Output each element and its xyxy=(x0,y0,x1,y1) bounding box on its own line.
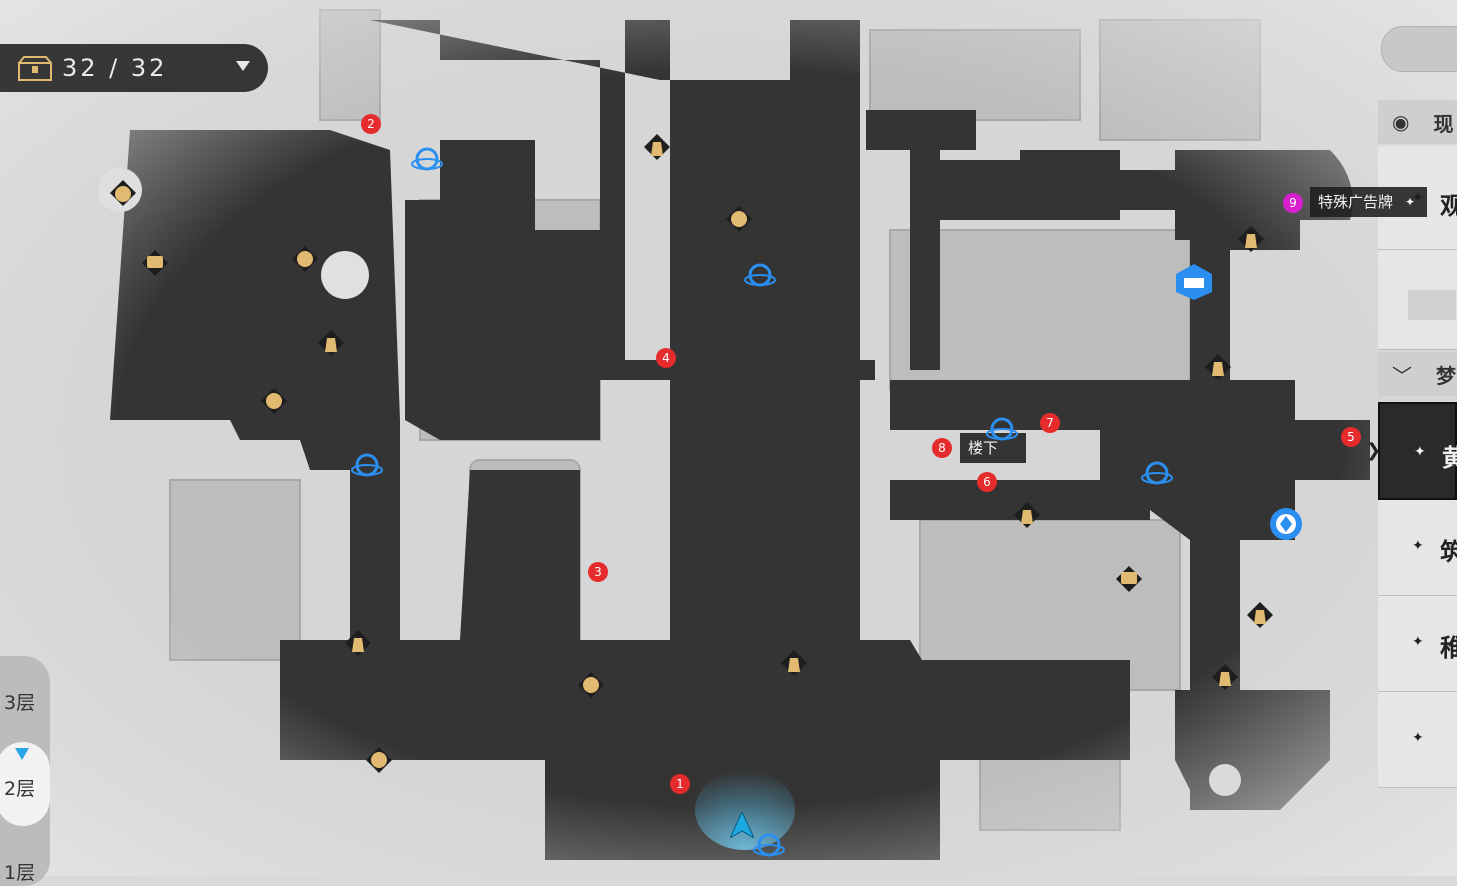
bag-icon[interactable] xyxy=(1236,224,1266,258)
bag-icon[interactable] xyxy=(343,628,373,662)
mascot-icon[interactable] xyxy=(576,670,606,704)
star-icon: ✦ xyxy=(1412,730,1424,746)
bag-icon[interactable] xyxy=(779,648,809,682)
tv-icon[interactable] xyxy=(140,248,170,282)
tv-icon[interactable] xyxy=(1114,564,1144,598)
shop-icon[interactable] xyxy=(1174,262,1214,306)
bag-icon[interactable] xyxy=(642,132,672,166)
bag-icon[interactable] xyxy=(1245,600,1275,634)
skyline-icon xyxy=(1408,290,1456,320)
bag-icon[interactable] xyxy=(1203,352,1233,386)
route-marker-5[interactable]: 5 xyxy=(1341,427,1361,447)
chest-count-text: 32 / 32 xyxy=(62,54,168,82)
chest-icon xyxy=(18,55,52,81)
region-item-2[interactable]: ✦ xyxy=(1378,250,1457,350)
selection-arrow-icon: ❯ xyxy=(1366,440,1382,461)
bell-icon[interactable] xyxy=(259,386,289,420)
location-arrow-icon xyxy=(15,748,29,760)
star-icon: ✦ xyxy=(1404,195,1416,209)
region-item-4[interactable]: ✦ 筑 xyxy=(1378,500,1457,596)
route-marker-4[interactable]: 4 xyxy=(656,348,676,368)
chevron-down-icon[interactable] xyxy=(236,61,250,71)
star-icon: ✦ xyxy=(1412,634,1424,650)
route-marker-1[interactable]: 1 xyxy=(670,774,690,794)
player-location-icon xyxy=(728,810,756,842)
floor-2-button[interactable]: 2层 xyxy=(4,778,36,800)
star-icon: ✦ xyxy=(1412,538,1424,554)
floor-3-button[interactable]: 3层 xyxy=(4,692,36,714)
chest-counter[interactable]: 32 / 32 xyxy=(0,44,268,92)
floor-switcher[interactable]: 3层 2层 1层 xyxy=(0,656,50,886)
region-item-5[interactable]: ✦ 稚 xyxy=(1378,596,1457,692)
route-marker-9[interactable]: 9 xyxy=(1283,193,1303,213)
route-marker-8[interactable]: 8 xyxy=(932,438,952,458)
bag-icon[interactable] xyxy=(1210,662,1240,696)
region-list-panel: ◉ 现 ✦ 观 ✦ ﹀ 梦 ✦ 黄 ✦ 筑 ✦ 稚 ✦ xyxy=(1378,100,1457,876)
region-header-text: 梦 xyxy=(1436,363,1456,388)
trolley-icon[interactable] xyxy=(290,244,320,278)
region-item-label: 观 xyxy=(1440,192,1457,220)
teapot-icon[interactable] xyxy=(724,204,754,238)
region-item-3[interactable]: ✦ 黄 xyxy=(1378,402,1457,500)
space-anchor-icon[interactable] xyxy=(350,448,384,486)
region-item-6[interactable]: ✦ xyxy=(1378,692,1457,788)
space-anchor-icon[interactable] xyxy=(985,412,1019,450)
bag-icon[interactable] xyxy=(1012,500,1042,534)
top-right-button[interactable] xyxy=(1381,26,1457,72)
eye-icon: ◉ xyxy=(1392,110,1410,134)
sunglasses-npc-icon[interactable] xyxy=(364,745,394,779)
region-header-reality[interactable]: ◉ 现 xyxy=(1378,100,1457,144)
special-billboard-label[interactable]: 特殊广告牌 ✦ xyxy=(1310,187,1428,217)
region-header-dream[interactable]: ﹀ 梦 xyxy=(1378,352,1457,396)
region-item-label: 稚 xyxy=(1440,634,1457,662)
npc-icon[interactable] xyxy=(108,178,138,212)
space-anchor-icon[interactable] xyxy=(1140,456,1174,494)
star-icon: ✦ xyxy=(1414,444,1426,460)
space-anchor-icon[interactable] xyxy=(743,258,777,296)
space-anchor-icon[interactable] xyxy=(410,142,444,180)
route-marker-7[interactable]: 7 xyxy=(1040,413,1060,433)
region-header-text: 现 xyxy=(1433,111,1454,136)
region-item-label: 筑 xyxy=(1440,538,1457,566)
chevron-down-icon: ﹀ xyxy=(1392,363,1412,388)
bag-icon[interactable] xyxy=(316,328,346,362)
space-anchor-icon[interactable] xyxy=(752,828,786,866)
route-marker-6[interactable]: 6 xyxy=(977,472,997,492)
special-billboard-text: 特殊广告牌 xyxy=(1318,193,1394,211)
floor-1-button[interactable]: 1层 xyxy=(4,862,36,884)
teleport-icon[interactable] xyxy=(1268,506,1304,546)
region-item-label: 黄 xyxy=(1442,444,1457,472)
route-marker-2[interactable]: 2 xyxy=(361,114,381,134)
downstairs-text: 楼下 xyxy=(968,439,999,457)
route-marker-3[interactable]: 3 xyxy=(588,562,608,582)
